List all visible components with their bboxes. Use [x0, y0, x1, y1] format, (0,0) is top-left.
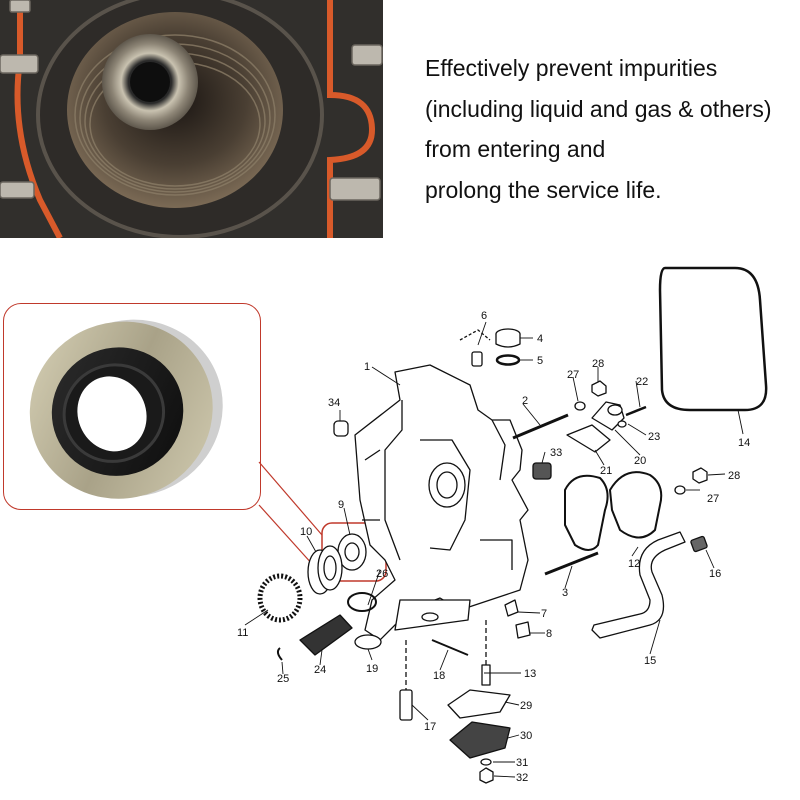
part-label-18: 18: [433, 670, 445, 682]
gasket-part-21: [566, 424, 611, 453]
bearing-part-10: [307, 545, 343, 595]
block-part-30: [449, 721, 511, 759]
housing-part: [354, 364, 529, 641]
stud-part-2: [512, 413, 569, 440]
fitting-part-20: [591, 401, 625, 431]
part-label-20: 20: [634, 455, 646, 467]
caption-line-3: from entering and: [425, 136, 606, 162]
part-label-8: 8: [546, 628, 552, 640]
pin-part-17: [399, 689, 413, 721]
part-label-5: 5: [537, 355, 543, 367]
part-label-2: 2: [522, 395, 528, 407]
part-label-9: 9: [338, 499, 344, 511]
oil-seal-icon: [29, 319, 223, 499]
part-label-34: 34: [328, 397, 340, 409]
part-label-6: 6: [481, 310, 487, 322]
part-label-22: 22: [636, 376, 648, 388]
exploded-parts-diagram: 1 2 3 4 5 6 7 8 9 10 11 12 13 14 15 16 1…: [237, 266, 768, 784]
part-label-29: 29: [520, 700, 532, 712]
stud-part-3: [544, 551, 599, 576]
part-label-16: 16: [709, 568, 721, 580]
clip-part-25: [276, 647, 283, 661]
washer-part-23: [617, 420, 627, 428]
part-label-27: 27: [567, 369, 579, 381]
installed-seal-photo: [0, 0, 383, 238]
oring-part-14: [658, 266, 768, 412]
needle-bearing-part-11: [257, 573, 303, 623]
screw-part-13: [481, 664, 491, 686]
part-label-14: 14: [738, 437, 750, 449]
bushing-part-4: [495, 328, 521, 348]
bearing-part-33: [532, 462, 552, 480]
part-label-33: 33: [550, 447, 562, 459]
bellows-part-24: [299, 614, 353, 656]
part-label-21: 21: [600, 465, 612, 477]
washer-part-27b: [674, 485, 686, 495]
nut-part-28: [591, 380, 607, 397]
part-label-4: 4: [537, 333, 543, 345]
part-label-26: 26: [376, 568, 388, 580]
washer-part-31: [480, 758, 492, 766]
nut-part-28b: [692, 467, 708, 484]
part-label-11: 11: [237, 627, 248, 639]
gasket-part-12: [564, 471, 663, 551]
seal-part-5: [495, 354, 521, 366]
part-label-15: 15: [644, 655, 656, 667]
washer-part-19: [354, 634, 382, 650]
bolt-part-22: [625, 405, 647, 417]
fitting-part-16: [690, 535, 708, 553]
nut-part-32: [479, 767, 494, 784]
part-label-27b: 27: [707, 493, 719, 505]
clamp-part-26: [347, 592, 377, 612]
seal-closeup-inset: [3, 303, 261, 510]
part-label-30: 30: [520, 730, 532, 742]
caption-line-2: (including liquid and gas & others): [425, 95, 772, 122]
part-label-7: 7: [541, 608, 547, 620]
fitting-part-8: [515, 621, 531, 639]
hose-part-15: [591, 531, 686, 639]
washer-part-27: [574, 401, 586, 411]
part-label-19: 19: [366, 663, 378, 675]
part-label-3: 3: [562, 587, 568, 599]
feature-caption: Effectively prevent impurities (includin…: [425, 48, 800, 210]
part-label-24: 24: [314, 664, 326, 676]
gasket-part-29: [447, 689, 511, 719]
part-label-12: 12: [628, 558, 640, 570]
part-label-32: 32: [516, 772, 528, 784]
part-label-28: 28: [592, 358, 604, 370]
caption-line-4: prolong the service life.: [425, 176, 662, 203]
pin-part-6: [459, 329, 491, 367]
fitting-part-7: [504, 599, 519, 617]
part-label-31: 31: [516, 757, 528, 769]
part-label-25: 25: [277, 673, 289, 685]
part-label-13: 13: [524, 668, 536, 680]
part-label-17: 17: [424, 721, 436, 733]
part-label-23: 23: [648, 431, 660, 443]
part-label-28b: 28: [728, 470, 740, 482]
part-label-1: 1: [364, 361, 370, 373]
plug-part-34: [333, 420, 349, 437]
part-label-10: 10: [300, 526, 312, 538]
caption-line-1: Effectively prevent impurities: [425, 55, 718, 81]
pin-part-18: [431, 639, 469, 656]
